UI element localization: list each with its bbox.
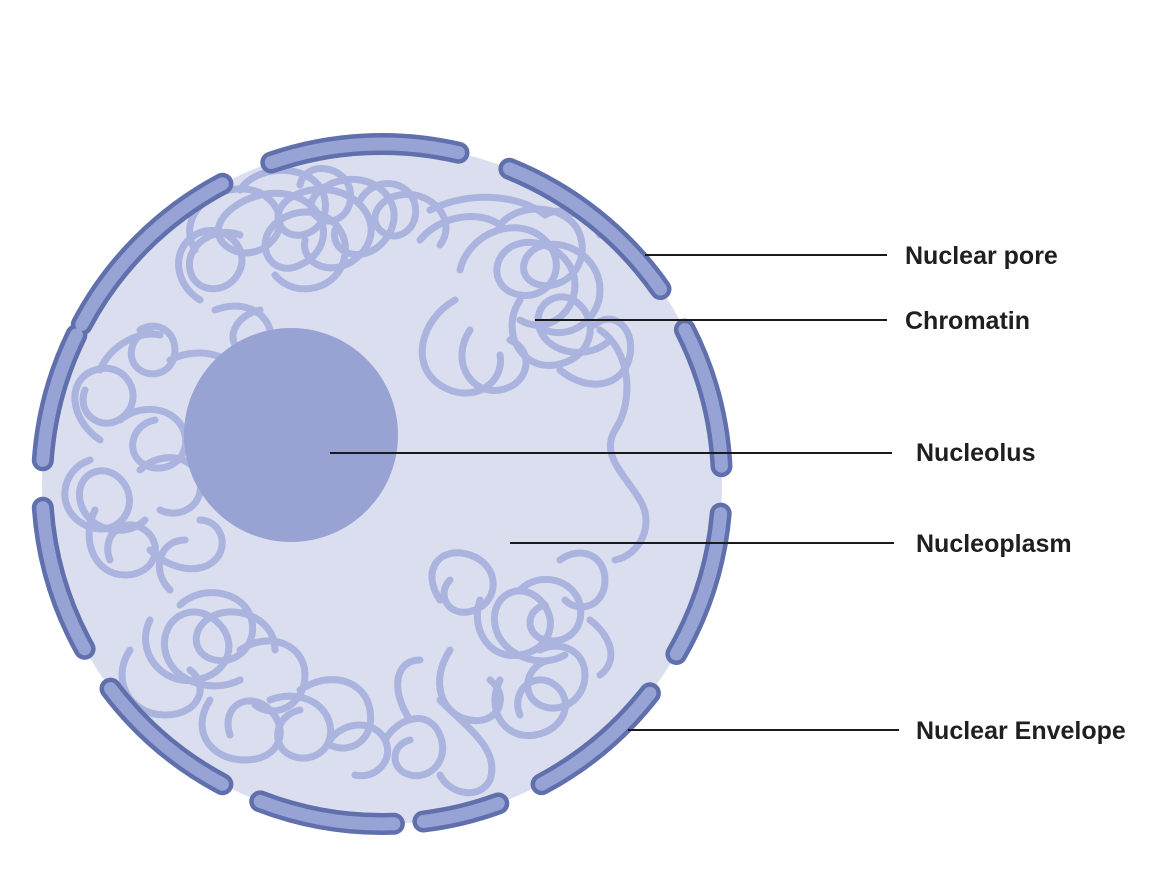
nucleolus — [184, 328, 398, 542]
label-nuclear-pore: Nuclear pore — [905, 242, 1058, 270]
envelope-segment-fill-4 — [678, 323, 728, 473]
label-nucleoplasm: Nucleoplasm — [916, 530, 1072, 558]
envelope-segment-fill-5 — [669, 507, 728, 661]
envelope-segment-fill-10 — [36, 501, 92, 656]
envelope-segment-fill-6 — [535, 686, 657, 791]
label-nucleolus: Nucleolus — [916, 439, 1035, 467]
envelope-segment-fill-8 — [253, 794, 401, 831]
label-chromatin: Chromatin — [905, 307, 1030, 335]
chromatin — [61, 165, 650, 797]
envelope-segment-fill-2 — [264, 137, 465, 169]
envelope-segment-fill-11 — [36, 328, 83, 467]
nuclear-envelope — [31, 133, 733, 835]
envelope-segment-fill-7 — [416, 797, 505, 828]
envelope-segment-fill-9 — [104, 682, 229, 791]
label-nuclear-envelope: Nuclear Envelope — [916, 717, 1126, 745]
envelope-segment-fill-1 — [75, 177, 229, 331]
envelope-segment-fill-3 — [502, 162, 667, 296]
